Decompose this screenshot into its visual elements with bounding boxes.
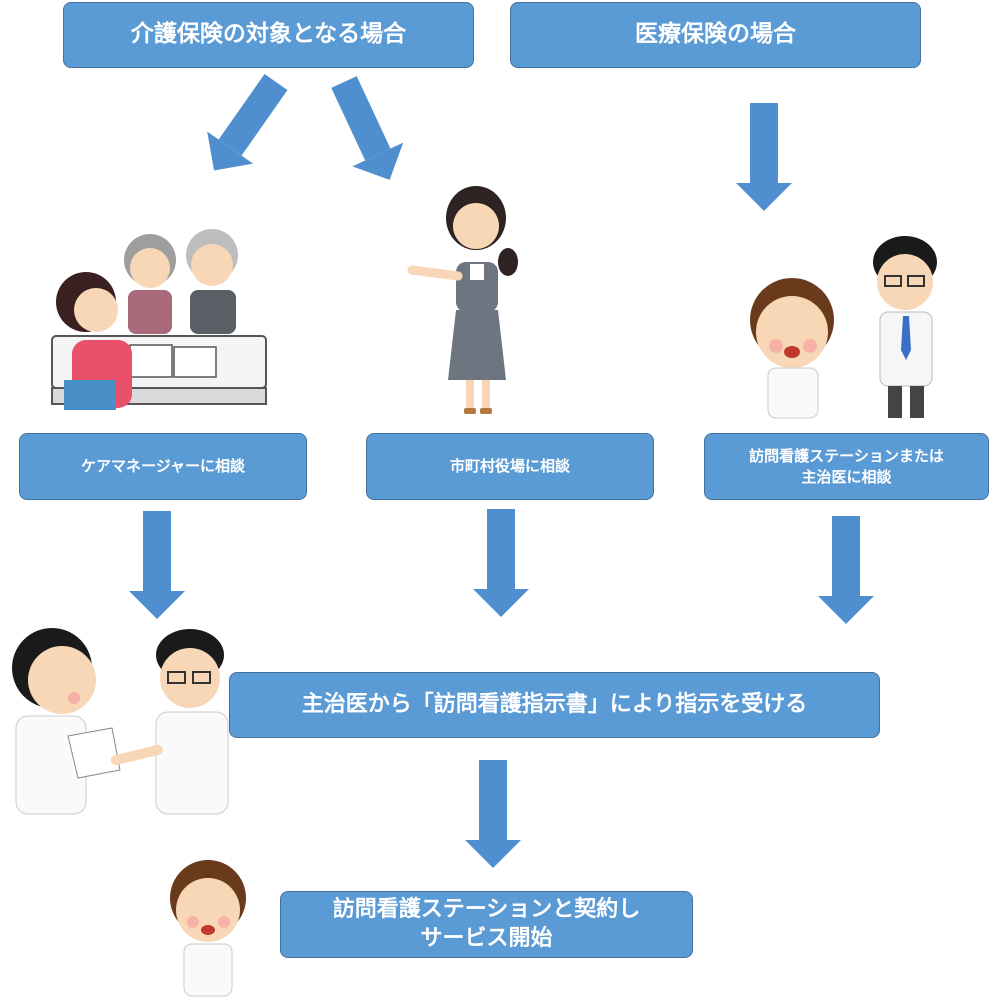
care-manager-label: ケアマネージャーに相談 — [81, 457, 245, 476]
service-start-box: 訪問看護ステーションと契約し サービス開始 — [280, 891, 693, 958]
arrow-city-office-down — [473, 509, 529, 617]
service-start-label-line2: サービス開始 — [420, 925, 553, 951]
care-manager-box: ケアマネージャーに相談 — [19, 433, 307, 500]
station-doctor-label-line2: 主治医に相談 — [801, 467, 892, 486]
iryo-insurance-label: 医療保険の場合 — [635, 21, 796, 48]
arrow-down-right — [318, 70, 416, 192]
city-office-box: 市町村役場に相談 — [366, 433, 654, 500]
care-manager-illustration — [51, 229, 267, 410]
arrow-station-down — [818, 516, 874, 624]
kaigo-insurance-label: 介護保険の対象となる場合 — [130, 21, 407, 48]
kaigo-insurance-box: 介護保険の対象となる場合 — [63, 2, 474, 68]
city-office-illustration — [407, 186, 518, 414]
doctor-instruction-illustration — [12, 628, 229, 815]
iryo-insurance-box: 医療保険の場合 — [510, 2, 921, 68]
station-doctor-label-line1: 訪問看護ステーションまたは — [749, 447, 944, 466]
arrow-iryo-down — [736, 103, 792, 211]
arrow-down-left — [191, 65, 299, 187]
nurse-doctor-illustration — [750, 236, 937, 419]
instruction-label: 主治医から「訪問看護指示書」により指示を受ける — [301, 692, 808, 718]
arrow-instruction-down — [465, 760, 521, 868]
station-doctor-box: 訪問看護ステーションまたは 主治医に相談 — [704, 433, 989, 500]
arrow-care-manager-down — [129, 511, 185, 619]
city-office-label: 市町村役場に相談 — [449, 457, 570, 476]
instruction-box: 主治医から「訪問看護指示書」により指示を受ける — [229, 672, 880, 738]
service-start-label-line1: 訪問看護ステーションと契約し — [332, 896, 641, 922]
nurse-final-illustration — [170, 860, 246, 997]
